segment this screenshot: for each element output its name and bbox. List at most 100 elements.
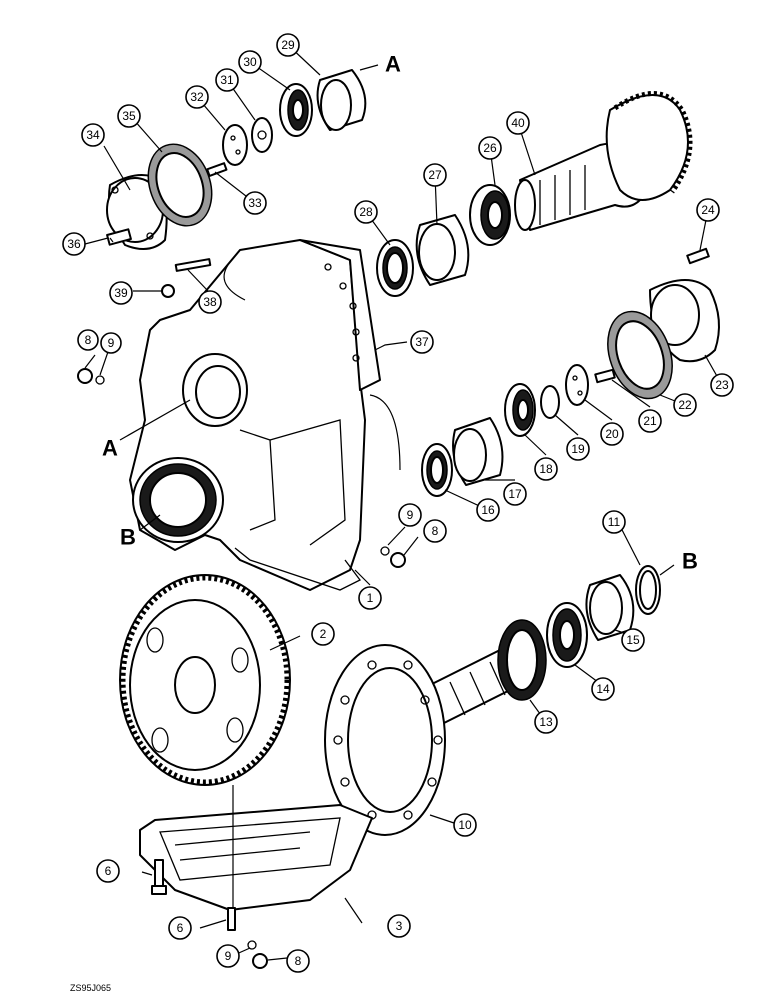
shim-19 xyxy=(540,385,560,419)
svg-text:27: 27 xyxy=(428,168,442,182)
bolt-33 xyxy=(206,162,228,177)
seal-13 xyxy=(497,619,547,701)
callout-2: 2 xyxy=(311,622,335,646)
callout-38: 38 xyxy=(198,290,222,314)
stud-38 xyxy=(174,258,212,272)
svg-text:8: 8 xyxy=(295,954,302,968)
svg-text:19: 19 xyxy=(571,442,585,456)
bearing-cup-15 xyxy=(585,574,635,641)
drive-gear-2 xyxy=(119,574,291,786)
plug-8-middle xyxy=(390,552,406,568)
callout-15: 15 xyxy=(621,628,645,652)
pinion-shaft-40 xyxy=(514,91,693,231)
section-ref-a-top: A xyxy=(385,52,401,77)
callout-18: 18 xyxy=(534,457,558,481)
callout-33: 33 xyxy=(243,191,267,215)
callout-22: 22 xyxy=(673,393,697,417)
svg-text:26: 26 xyxy=(483,141,497,155)
svg-text:16: 16 xyxy=(481,503,495,517)
callout-11: 11 xyxy=(602,510,626,534)
svg-text:9: 9 xyxy=(407,508,414,522)
callout-31: 31 xyxy=(215,68,239,92)
svg-text:23: 23 xyxy=(715,378,729,392)
callout-34: 34 xyxy=(81,123,105,147)
svg-text:29: 29 xyxy=(281,38,295,52)
section-ref-a-left: A xyxy=(102,436,118,461)
callout-39: 39 xyxy=(109,281,133,305)
svg-text:8: 8 xyxy=(85,333,92,347)
callout-26: 26 xyxy=(478,136,502,160)
snap-ring-11 xyxy=(635,565,661,615)
callout-21: 21 xyxy=(638,409,662,433)
callout-20: 20 xyxy=(600,422,624,446)
bolt-6-left xyxy=(151,859,167,895)
callout-3: 3 xyxy=(387,914,411,938)
bearing-cone-26 xyxy=(469,184,511,246)
callout-37: 37 xyxy=(410,330,434,354)
bottom-cover-3 xyxy=(139,804,373,911)
svg-text:17: 17 xyxy=(508,487,522,501)
callout-1: 1 xyxy=(358,586,382,610)
svg-text:15: 15 xyxy=(626,633,640,647)
svg-text:21: 21 xyxy=(643,414,657,428)
svg-text:40: 40 xyxy=(511,116,525,130)
section-reference-letters: A A B B xyxy=(102,52,698,574)
svg-text:18: 18 xyxy=(539,462,553,476)
callout-27: 27 xyxy=(423,163,447,187)
callout-8-middle: 8 xyxy=(423,519,447,543)
callout-29: 29 xyxy=(276,33,300,57)
callout-40: 40 xyxy=(506,111,530,135)
bearing-cup-29 xyxy=(316,69,367,131)
callout-8-lower: 8 xyxy=(286,949,310,973)
svg-text:A: A xyxy=(102,436,118,461)
bolt-24 xyxy=(686,247,710,265)
svg-text:24: 24 xyxy=(701,203,715,217)
gasket-22 xyxy=(607,310,673,400)
svg-text:32: 32 xyxy=(190,90,204,104)
callout-30: 30 xyxy=(238,50,262,74)
retainer-plate-32 xyxy=(222,124,248,166)
svg-text:B: B xyxy=(120,525,136,550)
svg-text:37: 37 xyxy=(415,335,429,349)
callout-35: 35 xyxy=(117,104,141,128)
callout-17: 17 xyxy=(503,482,527,506)
callout-9-lower: 9 xyxy=(216,944,240,968)
svg-text:10: 10 xyxy=(458,818,472,832)
svg-text:33: 33 xyxy=(248,196,262,210)
svg-text:2: 2 xyxy=(320,627,327,641)
section-ref-b-right: B xyxy=(682,549,698,574)
bearing-cone-18 xyxy=(504,383,536,437)
svg-text:3: 3 xyxy=(396,919,403,933)
bearing-cup-27 xyxy=(415,214,470,286)
seal-16 xyxy=(421,443,453,497)
o-ring-9-middle xyxy=(380,546,390,556)
callout-10: 10 xyxy=(453,813,477,837)
callout-9-upper: 9 xyxy=(100,332,122,354)
callout-36: 36 xyxy=(62,232,86,256)
svg-text:36: 36 xyxy=(67,237,81,251)
section-ref-b-left: B xyxy=(120,525,136,550)
callout-6-lower: 6 xyxy=(168,916,192,940)
plug-8-lower xyxy=(252,953,268,969)
svg-text:1: 1 xyxy=(367,591,374,605)
svg-text:22: 22 xyxy=(678,398,692,412)
retainer-plate-20 xyxy=(565,364,589,406)
callout-8-upper: 8 xyxy=(77,329,99,351)
svg-text:11: 11 xyxy=(608,515,621,529)
bolt-36 xyxy=(106,228,132,246)
bolt-6-lower xyxy=(227,907,236,931)
svg-text:9: 9 xyxy=(225,949,232,963)
svg-text:8: 8 xyxy=(432,524,439,538)
svg-text:35: 35 xyxy=(122,109,136,123)
seal-28 xyxy=(376,239,414,297)
svg-text:39: 39 xyxy=(114,286,128,300)
callout-13: 13 xyxy=(534,710,558,734)
svg-text:31: 31 xyxy=(220,73,234,87)
callout-14: 14 xyxy=(591,677,615,701)
nut-39 xyxy=(161,284,175,298)
svg-text:9: 9 xyxy=(108,336,115,350)
svg-text:38: 38 xyxy=(203,295,217,309)
o-ring-9-upper xyxy=(95,375,105,385)
